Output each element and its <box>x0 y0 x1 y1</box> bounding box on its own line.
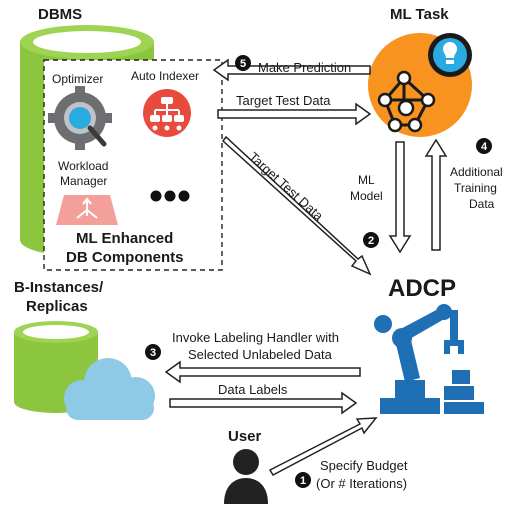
adcp-title: ADCP <box>388 275 456 302</box>
step-5-number: 5 <box>240 58 246 70</box>
optimizer-gear-icon <box>48 86 112 150</box>
ml-model-arrow <box>388 141 412 254</box>
step-4-badge <box>476 138 492 154</box>
target-test-data-label: Target Test Data <box>236 93 331 108</box>
make-prediction-arrow <box>212 58 371 82</box>
auto-indexer-icon <box>143 89 191 137</box>
ml-task-network-icon <box>368 33 472 137</box>
additional-label-3: Data <box>469 197 495 211</box>
ml-task-title: ML Task <box>390 6 449 23</box>
workload-manager-icon <box>56 195 118 225</box>
invoke-label-1: Invoke Labeling Handler with <box>172 330 339 345</box>
workload-label-2: Manager <box>60 174 107 188</box>
optimizer-label: Optimizer <box>52 72 103 86</box>
ml-enhanced-box <box>43 59 223 271</box>
ml-enhanced-label-2: DB Components <box>66 249 184 266</box>
dbms-title: DBMS <box>38 6 82 23</box>
user-title: User <box>228 428 262 445</box>
additional-label-2: Training <box>454 181 497 195</box>
step-3-badge <box>145 344 161 360</box>
target-test-data-diagonal-arrow <box>221 135 372 276</box>
adcp-robot-arm-icon <box>374 304 484 414</box>
target-test-data-diagonal-label: Target Test Data <box>246 149 327 224</box>
step-3-number: 3 <box>150 347 156 359</box>
invoke-labeling-arrow <box>164 360 361 384</box>
ml-enhanced-label-1: ML Enhanced <box>76 230 173 247</box>
auto-indexer-label: Auto Indexer <box>131 69 199 83</box>
more-dots-icon <box>150 190 190 202</box>
step-2-badge <box>363 232 379 248</box>
data-labels-arrow <box>169 391 358 415</box>
step-2-number: 2 <box>368 235 374 247</box>
budget-label-2: (Or # Iterations) <box>316 476 407 491</box>
step-5-badge <box>235 55 251 71</box>
budget-label-1: Specify Budget <box>320 458 408 473</box>
data-labels-label: Data Labels <box>218 382 288 397</box>
user-icon <box>224 449 268 504</box>
specify-budget-arrow <box>268 417 378 476</box>
invoke-label-2: Selected Unlabeled Data <box>188 347 333 362</box>
step-4-number: 4 <box>481 141 488 153</box>
target-test-data-arrow <box>217 102 372 126</box>
make-prediction-label: Make Prediction <box>258 60 351 75</box>
ml-model-label-2: Model <box>350 189 383 203</box>
cloud-icon <box>64 358 155 420</box>
b-instances-label-2: Replicas <box>26 298 88 315</box>
step-1-number: 1 <box>300 475 306 487</box>
workload-label-1: Workload <box>58 159 108 173</box>
additional-label-1: Additional <box>450 165 503 179</box>
additional-training-data-arrow <box>424 138 448 251</box>
step-1-badge <box>295 472 311 488</box>
ml-model-label-1: ML <box>358 173 375 187</box>
b-instances-label-1: B-Instances/ <box>14 279 104 296</box>
